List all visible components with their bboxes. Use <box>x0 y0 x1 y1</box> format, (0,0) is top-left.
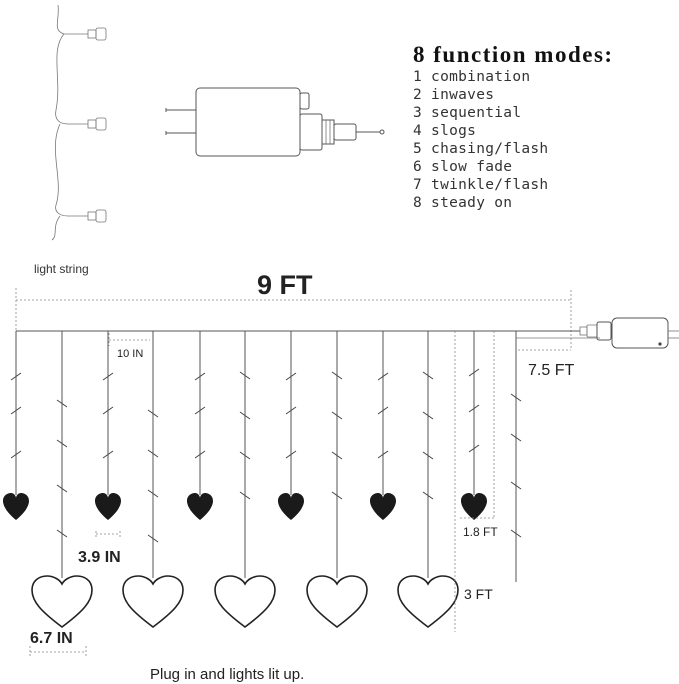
large-heart-1 <box>31 575 93 629</box>
lead-label: 7.5 FT <box>528 362 574 379</box>
mode-item: 5 chasing/flash <box>413 141 549 157</box>
power-adapter-icon <box>165 87 385 157</box>
small-heart-2 <box>95 493 121 520</box>
light-string-label: light string <box>34 262 89 276</box>
small-heart-3 <box>187 493 213 520</box>
light-string-sample <box>51 4 107 241</box>
large-hearts <box>31 575 459 629</box>
bulb-socket-3 <box>87 209 107 223</box>
small-heart-size-label: 3.9 IN <box>78 549 121 566</box>
caption: Plug in and lights lit up. <box>150 666 304 683</box>
large-heart-5 <box>397 575 459 629</box>
drop-dimensions <box>454 331 495 632</box>
mode-item: 8 steady on <box>413 195 513 211</box>
bulb-socket-1 <box>87 27 107 41</box>
mode-item: 7 twinkle/flash <box>413 177 549 193</box>
large-heart-3 <box>214 575 276 629</box>
large-heart-2 <box>122 575 184 629</box>
mode-item: 4 slogs <box>413 123 477 139</box>
spacing-dimension <box>108 333 150 346</box>
controller-box-icon <box>579 317 679 349</box>
small-heart-5 <box>370 493 396 520</box>
large-heart-4 <box>306 575 368 629</box>
modes-title: 8 function modes: <box>413 42 614 67</box>
mode-item: 6 slow fade <box>413 159 513 175</box>
small-hearts <box>3 493 487 520</box>
main-wire <box>16 330 600 339</box>
mode-item: 3 sequential <box>413 105 522 121</box>
spacing-label: 10 IN <box>117 348 143 360</box>
function-modes-panel: 8 function modes: 1 combination 2 inwave… <box>413 42 673 212</box>
mode-item: 2 inwaves <box>413 87 495 103</box>
drop-strands <box>15 331 517 582</box>
bulb-ticks <box>10 368 522 543</box>
small-heart-4 <box>278 493 304 520</box>
short-drop-label: 1.8 FT <box>463 525 498 539</box>
width-label: 9 FT <box>257 270 313 300</box>
heart-size-dimensions <box>29 531 121 658</box>
small-heart-6 <box>461 493 487 520</box>
width-dimension <box>15 288 572 350</box>
large-heart-size-label: 6.7 IN <box>30 630 73 647</box>
modes-list: 1 combination 2 inwaves 3 sequential 4 s… <box>413 68 673 212</box>
long-drop-label: 3 FT <box>464 586 493 602</box>
bulb-socket-2 <box>87 117 107 131</box>
small-heart-1 <box>3 493 29 520</box>
mode-item: 1 combination <box>413 69 531 85</box>
